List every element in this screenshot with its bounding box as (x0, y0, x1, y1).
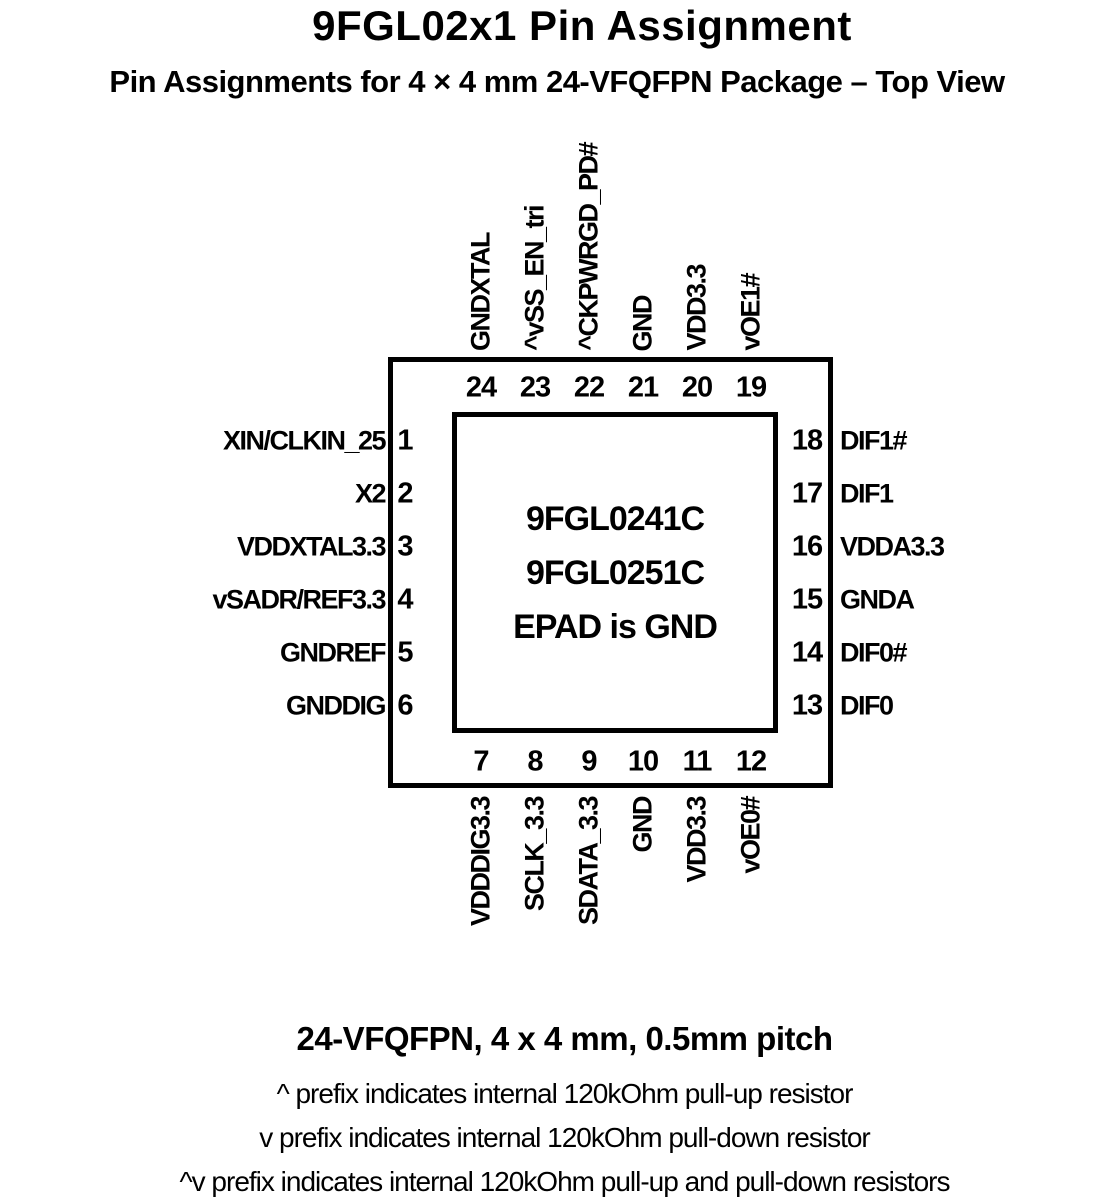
pin-number-18: 18 (791, 424, 823, 457)
pin-number-3: 3 (397, 530, 413, 563)
pin-label-2: X2 (354, 478, 387, 509)
pin-number-23: 23 (519, 371, 551, 404)
pin-number-1: 1 (397, 424, 413, 457)
chip-epad-note: EPAD is GND (513, 607, 718, 646)
pin-number-11: 11 (682, 745, 713, 778)
note-pullup-pulldown-prefix: ^v prefix indicates internal 120kOhm pul… (179, 1166, 951, 1197)
chip-part-number-2: 9FGL0251C (525, 553, 705, 592)
pin-number-2: 2 (397, 477, 413, 510)
pin-label-15: GNDA (840, 584, 915, 615)
pin-label-21: GND (627, 295, 658, 352)
chip-part-number-1: 9FGL0241C (525, 499, 705, 538)
note-pulldown-prefix: v prefix indicates internal 120kOhm pull… (259, 1122, 871, 1153)
pin-label-19: vOE1# (735, 274, 766, 351)
pin-label-1: XIN/CLKIN_25 (222, 425, 387, 456)
pin-label-5: GNDREF (280, 637, 387, 668)
pin-label-23: ^vSS_EN_tri (519, 206, 550, 351)
pin-label-14: DIF0# (840, 637, 908, 668)
pin-number-10: 10 (627, 745, 659, 778)
pin-number-14: 14 (791, 636, 823, 669)
footer: 24-VFQFPN, 4 x 4 mm, 0.5mm pitch ^ prefi… (0, 1020, 1114, 1200)
pin-label-9: SDATA_3.3 (573, 797, 604, 926)
pin-label-3: VDDXTAL3.3 (236, 531, 387, 562)
pin-number-5: 5 (397, 636, 413, 669)
pin-label-8: SCLK_3.3 (519, 797, 550, 912)
pin-label-17: DIF1 (840, 478, 894, 509)
note-pullup-prefix: ^ prefix indicates internal 120kOhm pull… (276, 1078, 854, 1109)
pin-number-22: 22 (573, 371, 605, 404)
pin-label-4: vSADR/REF3.3 (212, 584, 386, 615)
pin-label-7: VDDDIG3.3 (465, 797, 496, 927)
pin-number-17: 17 (791, 477, 823, 510)
pin-number-21: 21 (627, 371, 659, 404)
pin-number-15: 15 (791, 583, 823, 616)
pin-label-10: GND (627, 797, 658, 853)
pin-number-19: 19 (735, 371, 767, 404)
pin-label-20: VDD3.3 (681, 265, 712, 351)
pin-number-9: 9 (581, 745, 597, 778)
pin-label-18: DIF1# (840, 425, 908, 456)
pin-number-20: 20 (681, 371, 713, 404)
pin-label-22: ^CKPWRGD_PD# (573, 143, 604, 351)
pin-label-12: vOE0# (735, 797, 766, 874)
pin-number-12: 12 (735, 745, 767, 778)
pin-label-24: GNDXTAL (465, 233, 496, 351)
pin-number-13: 13 (791, 689, 823, 722)
pin-number-16: 16 (791, 530, 823, 563)
pin-label-13: DIF0 (840, 690, 894, 721)
pin-number-6: 6 (397, 689, 413, 722)
page-title: 9FGL02x1 Pin Assignment (312, 2, 852, 49)
chip-epad-box: 9FGL0241C 9FGL0251C EPAD is GND (452, 412, 778, 733)
pin-number-7: 7 (473, 745, 489, 778)
pin-label-6: GNDDIG (286, 690, 387, 721)
pin-label-11: VDD3.3 (681, 797, 712, 883)
package-summary: 24-VFQFPN, 4 x 4 mm, 0.5mm pitch (296, 1020, 833, 1057)
page-subtitle: Pin Assignments for 4 × 4 mm 24-VFQFPN P… (109, 64, 1005, 99)
pin-number-24: 24 (465, 371, 497, 404)
pin-number-4: 4 (397, 583, 413, 616)
pin-label-16: VDDA3.3 (840, 531, 945, 562)
pin-number-8: 8 (527, 745, 543, 778)
